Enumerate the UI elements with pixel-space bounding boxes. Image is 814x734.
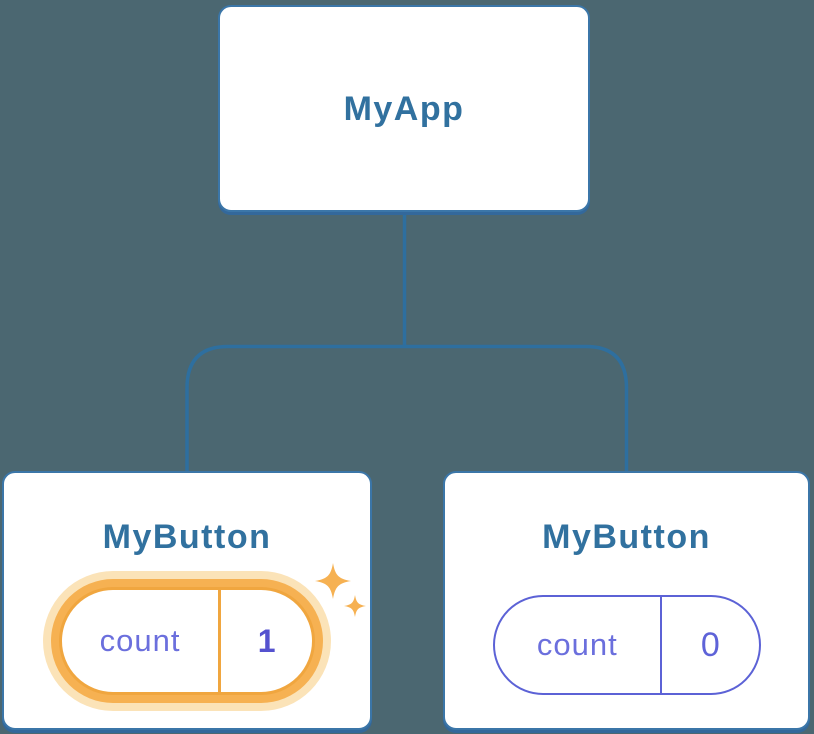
component-node-button-updated: MyButton count 1 (2, 471, 372, 730)
state-pill-highlighted: count 1 (59, 587, 315, 695)
component-name: MyApp (343, 89, 465, 128)
state-name-cell: count (62, 590, 218, 692)
component-name: MyButton (102, 518, 272, 556)
state-value-cell: 0 (662, 597, 758, 693)
pill-divider (218, 590, 222, 692)
state-pill-plain: count 0 (492, 595, 761, 695)
pill-divider (660, 597, 663, 693)
state-name-label: count (536, 627, 618, 662)
state-value-cell: 1 (221, 590, 312, 692)
component-node-root: MyApp (218, 5, 590, 212)
state-name-cell: count (495, 597, 661, 693)
state-value: 0 (700, 625, 720, 664)
state-name-label: count (99, 623, 181, 658)
children-bracket-line (185, 344, 629, 473)
state-value: 1 (257, 622, 276, 659)
component-node-button-plain: MyButton count 0 (443, 471, 810, 730)
component-name: MyButton (542, 518, 711, 556)
sparkles-icon (315, 563, 366, 617)
